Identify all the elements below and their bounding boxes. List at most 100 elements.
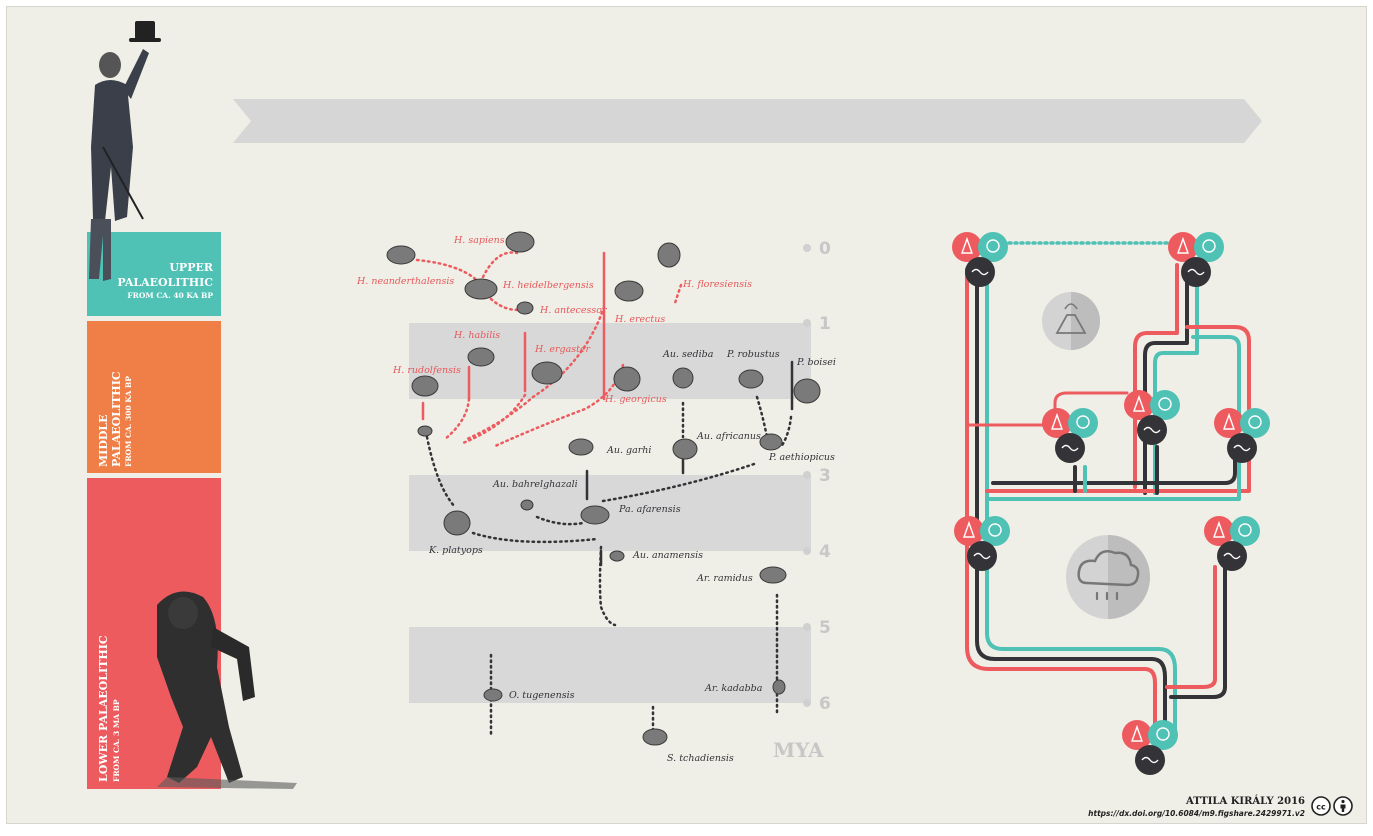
label-h-rudolfensis: H. rudolfensis bbox=[392, 365, 461, 376]
label-pa-afarensis: Pa. afarensis bbox=[618, 504, 681, 515]
label-h-neanderthalensis: H. neanderthalensis bbox=[356, 276, 454, 287]
node-cluster bbox=[1204, 516, 1260, 571]
skull-icon bbox=[1248, 415, 1262, 429]
node-cluster bbox=[954, 516, 1010, 571]
infographic: UPPER PALAEOLITHIC FROM CA. 40 KA BP MID… bbox=[6, 6, 1367, 824]
upper-sub: FROM CA. 40 KA BP bbox=[127, 291, 213, 300]
label-p-aethiopicus: P. aethiopicus bbox=[768, 452, 835, 463]
skull-icon bbox=[759, 433, 783, 451]
dna-icon bbox=[1187, 268, 1205, 276]
dispersal-route-map bbox=[965, 241, 1251, 731]
skull-icon bbox=[568, 438, 594, 456]
label-o-tugenensis: O. tugenensis bbox=[509, 690, 575, 701]
skull-icon bbox=[759, 566, 787, 584]
skull-icon bbox=[988, 523, 1002, 537]
tick-3: 3 bbox=[819, 466, 831, 486]
skull-icon bbox=[657, 242, 681, 268]
fossil-icon bbox=[961, 236, 973, 254]
skull-icon bbox=[516, 301, 534, 315]
label-h-georgicus: H. georgicus bbox=[604, 394, 667, 405]
lower-sub: FROM CA. 3 MA BP bbox=[112, 699, 121, 782]
skull-icon bbox=[531, 361, 563, 385]
dna-icon bbox=[1233, 444, 1251, 452]
skull-icon bbox=[614, 280, 644, 302]
label-au-garhi: Au. garhi bbox=[606, 445, 651, 456]
skull-icon bbox=[1158, 397, 1172, 411]
label-ar-ramidus: Ar. ramidus bbox=[696, 573, 753, 584]
label-p-boisei: P. boisei bbox=[796, 357, 836, 368]
dna-icon bbox=[1143, 426, 1161, 434]
node-cluster bbox=[1042, 408, 1098, 463]
fossil-icon bbox=[1133, 394, 1145, 412]
skull-icon bbox=[580, 505, 610, 525]
skull-icon bbox=[467, 347, 495, 367]
skull-icon bbox=[738, 369, 764, 389]
skull-icon bbox=[1202, 239, 1216, 253]
gentleman-illustration bbox=[89, 21, 161, 281]
label-h-ergaster: H. ergaster bbox=[534, 344, 592, 355]
label-p-robustus: P. robustus bbox=[726, 349, 780, 360]
middle-palaeolithic-bar bbox=[87, 321, 221, 473]
lower-line1: LOWER PALAEOLITHIC bbox=[97, 635, 110, 782]
skull-icon bbox=[672, 438, 698, 460]
node-cluster bbox=[952, 232, 1008, 287]
dna-icon bbox=[973, 552, 991, 560]
node-cluster bbox=[1168, 232, 1224, 287]
skull-icon bbox=[417, 425, 433, 437]
skull-icon bbox=[609, 550, 625, 562]
label-au-anamensis: Au. anamensis bbox=[632, 550, 703, 561]
svg-text:cc: cc bbox=[1316, 803, 1326, 812]
skull-icon bbox=[386, 245, 416, 265]
tick-1: 1 bbox=[819, 314, 831, 334]
rain-cloud-icon bbox=[1066, 535, 1150, 619]
label-s-tchadiensis: S. tchadiensis bbox=[667, 753, 734, 764]
skull-icon bbox=[1156, 727, 1170, 741]
skull-icon bbox=[1076, 415, 1090, 429]
band-3-4mya bbox=[409, 475, 811, 551]
label-h-antecessor: H. antecessor bbox=[539, 305, 608, 316]
skull-icon bbox=[642, 728, 668, 746]
skull-icon bbox=[772, 679, 786, 695]
label-h-floresiensis: H. floresiensis bbox=[682, 279, 752, 290]
fossil-icon bbox=[1051, 412, 1063, 430]
timeline-arrow-banner bbox=[233, 99, 1262, 143]
skull-icon bbox=[505, 231, 535, 253]
label-au-africanus: Au. africanus bbox=[696, 431, 761, 442]
volcano-climate-icon bbox=[1042, 292, 1100, 350]
cc-license-icon[interactable]: cc bbox=[1311, 796, 1331, 816]
tick-4: 4 bbox=[819, 542, 831, 562]
upper-line1: UPPER bbox=[169, 261, 214, 274]
dna-icon bbox=[1223, 552, 1241, 560]
fossil-icon bbox=[1131, 724, 1143, 742]
skull-icon bbox=[411, 375, 439, 397]
label-h-erectus: H. erectus bbox=[614, 314, 665, 325]
fossil-icon bbox=[1223, 412, 1235, 430]
evolution-diagram: UPPER PALAEOLITHIC FROM CA. 40 KA BP MID… bbox=[87, 21, 1353, 818]
tick-6: 6 bbox=[819, 694, 831, 714]
skull-icon bbox=[520, 499, 534, 511]
band-5-6mya bbox=[409, 627, 811, 703]
node-cluster bbox=[1124, 390, 1180, 445]
label-h-habilis: H. habilis bbox=[453, 330, 500, 341]
credit-url: https://dx.doi.org/10.6084/m9.figshare.2… bbox=[1088, 809, 1305, 818]
node-clusters bbox=[952, 232, 1270, 775]
skull-icons bbox=[386, 231, 821, 746]
label-au-bahrelghazali: Au. bahrelghazali bbox=[492, 479, 578, 490]
label-h-heidelbergensis: H. heidelbergensis bbox=[502, 280, 594, 291]
attribution-icon[interactable] bbox=[1333, 796, 1353, 816]
skull-icon bbox=[483, 688, 503, 702]
credit-author: ATTILA KIRÁLY 2016 bbox=[1185, 795, 1305, 807]
label-ar-kadabba: Ar. kadabba bbox=[704, 683, 763, 694]
upper-line2: PALAEOLITHIC bbox=[117, 276, 213, 289]
ape-illustration bbox=[157, 591, 297, 789]
skull-icon bbox=[793, 378, 821, 404]
label-k-platyops: K. platyops bbox=[428, 545, 483, 556]
label-h-sapiens: H. sapiens bbox=[453, 235, 505, 246]
dna-icon bbox=[1061, 444, 1079, 452]
dna-icon bbox=[1141, 756, 1159, 764]
skull-icon bbox=[986, 239, 1000, 253]
skull-icon bbox=[1238, 523, 1252, 537]
tick-5: 5 bbox=[819, 618, 831, 638]
middle-line1: MIDDLE bbox=[97, 414, 110, 467]
tick-0: 0 bbox=[819, 239, 831, 259]
